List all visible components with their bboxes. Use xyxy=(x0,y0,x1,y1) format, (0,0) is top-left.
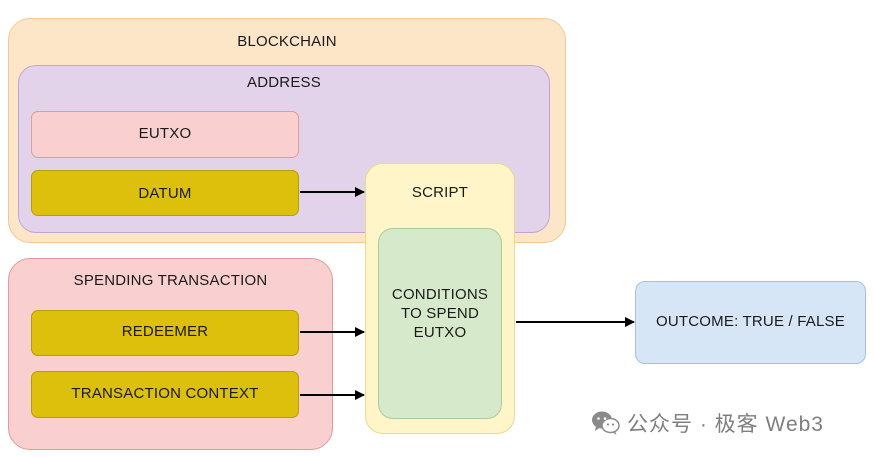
spending-transaction-label: SPENDING TRANSACTION xyxy=(73,272,268,289)
redeemer-box xyxy=(31,310,299,356)
transaction-context-label: TRANSACTION CONTEXT xyxy=(71,385,259,402)
conditions-label: CONDITIONS TO SPEND EUTXO xyxy=(378,285,502,342)
blockchain-label: BLOCKCHAIN xyxy=(237,33,337,50)
address-label: ADDRESS xyxy=(247,74,321,91)
conditions-line-2: TO SPEND xyxy=(400,305,479,322)
datum-box xyxy=(31,170,299,216)
eutxo-box xyxy=(31,111,299,158)
script-label: SCRIPT xyxy=(411,184,469,201)
conditions-line-3: EUTXO xyxy=(413,324,467,341)
watermark: 公众号 · 极客 Web3 xyxy=(591,407,824,439)
wechat-icon xyxy=(592,411,620,435)
outcome-box xyxy=(635,281,866,364)
redeemer-label: REDEEMER xyxy=(121,323,209,340)
eutxo-label: EUTXO xyxy=(138,125,192,142)
transaction-context-box xyxy=(31,371,299,418)
conditions-line-1: CONDITIONS xyxy=(391,286,489,303)
outcome-label: OUTCOME: TRUE / FALSE xyxy=(656,313,845,330)
watermark-text: 公众号 · 极客 Web3 xyxy=(627,413,824,436)
datum-label: DATUM xyxy=(138,185,192,202)
conditions-box xyxy=(378,228,502,419)
